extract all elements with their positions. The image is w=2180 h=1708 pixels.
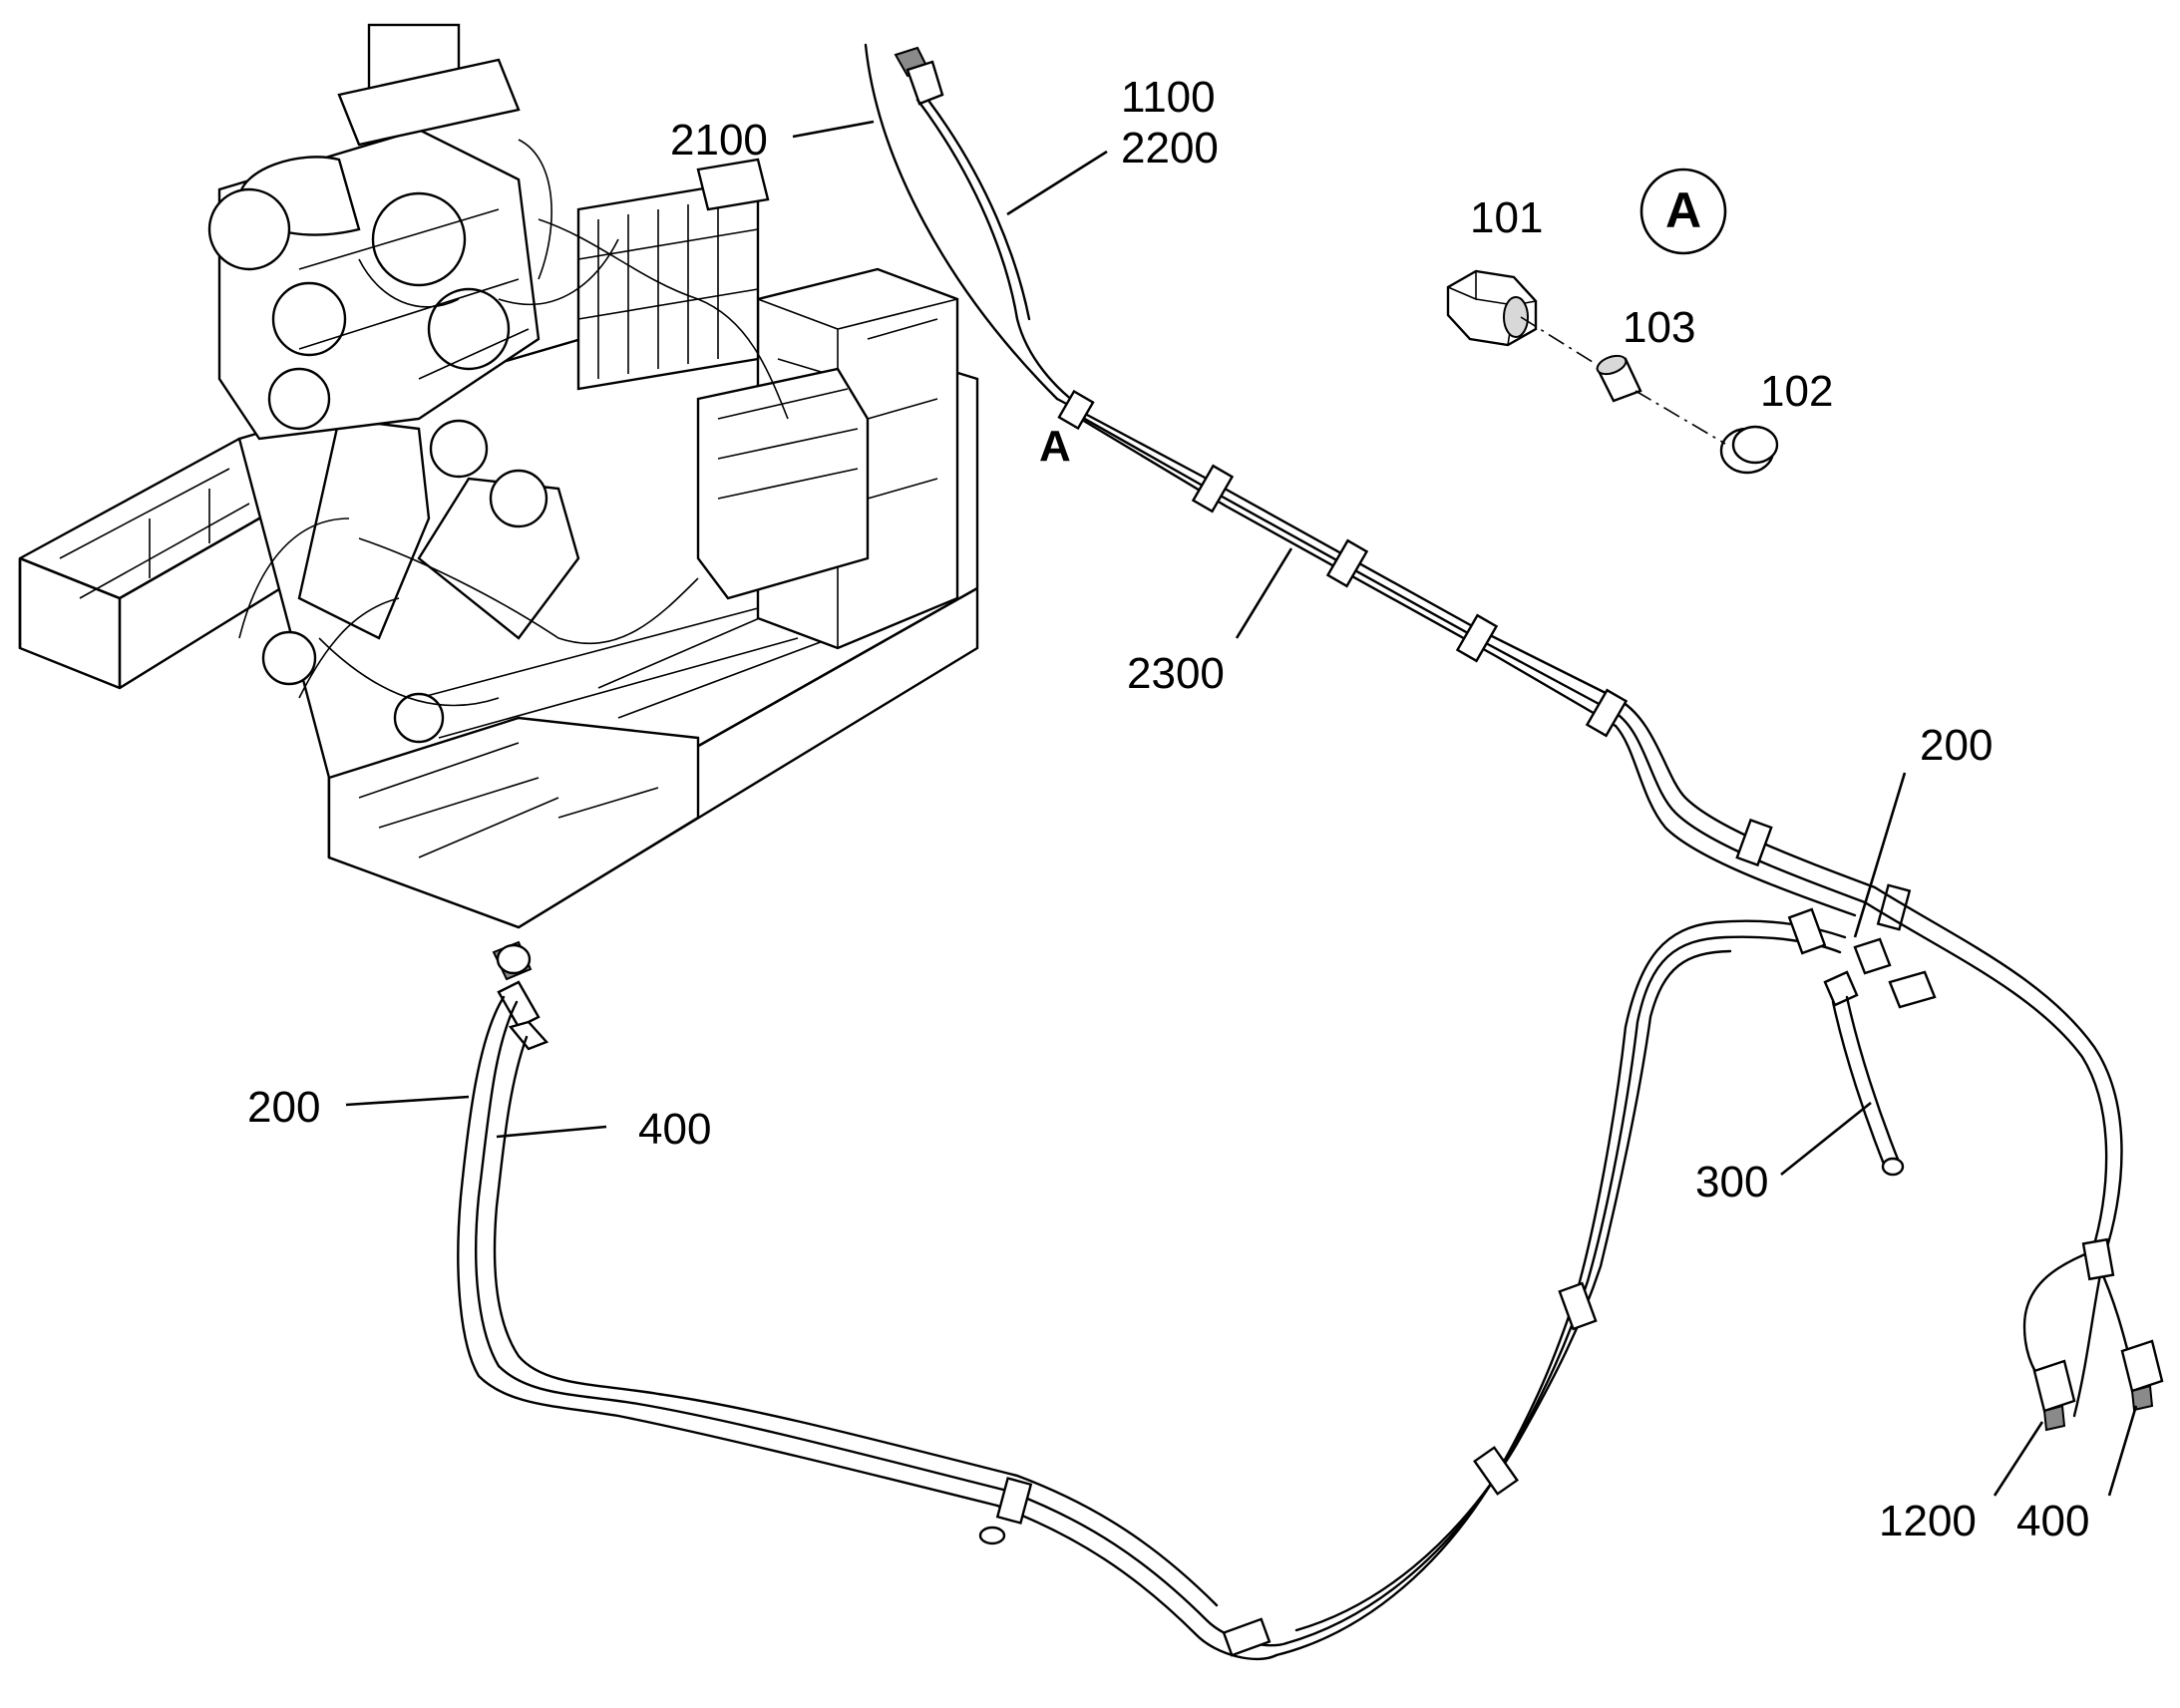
- leader-lines: [345, 120, 2138, 1497]
- callout-2100: 2100: [670, 116, 768, 165]
- callout-400-left: 400: [638, 1105, 711, 1154]
- callout-1200: 1200: [1879, 1497, 1977, 1545]
- lower-hose-loop: [457, 885, 2164, 1661]
- detail-marker-a: A: [1039, 422, 1071, 471]
- detail-view-letter: A: [1665, 182, 1701, 238]
- callout-200-left: 200: [247, 1083, 320, 1132]
- callout-103: 103: [1623, 303, 1695, 352]
- callout-1100: 1100: [1121, 73, 1216, 122]
- engine: [207, 23, 619, 441]
- callout-2200: 2200: [1121, 124, 1219, 172]
- detail-view-circle: [1639, 168, 1727, 255]
- detail-a-parts: [1446, 269, 1779, 475]
- upper-frame-assembly: [18, 23, 979, 929]
- callout-102: 102: [1760, 367, 1833, 416]
- callout-2300: 2300: [1127, 649, 1225, 698]
- callout-101: 101: [1470, 193, 1543, 242]
- callout-400-bottom: 400: [2016, 1497, 2089, 1545]
- callout-300: 300: [1695, 1158, 1768, 1206]
- detail-view-label: A: [1639, 168, 1727, 255]
- upper-hose-run: [864, 43, 1912, 931]
- callout-200-top: 200: [1920, 721, 1993, 770]
